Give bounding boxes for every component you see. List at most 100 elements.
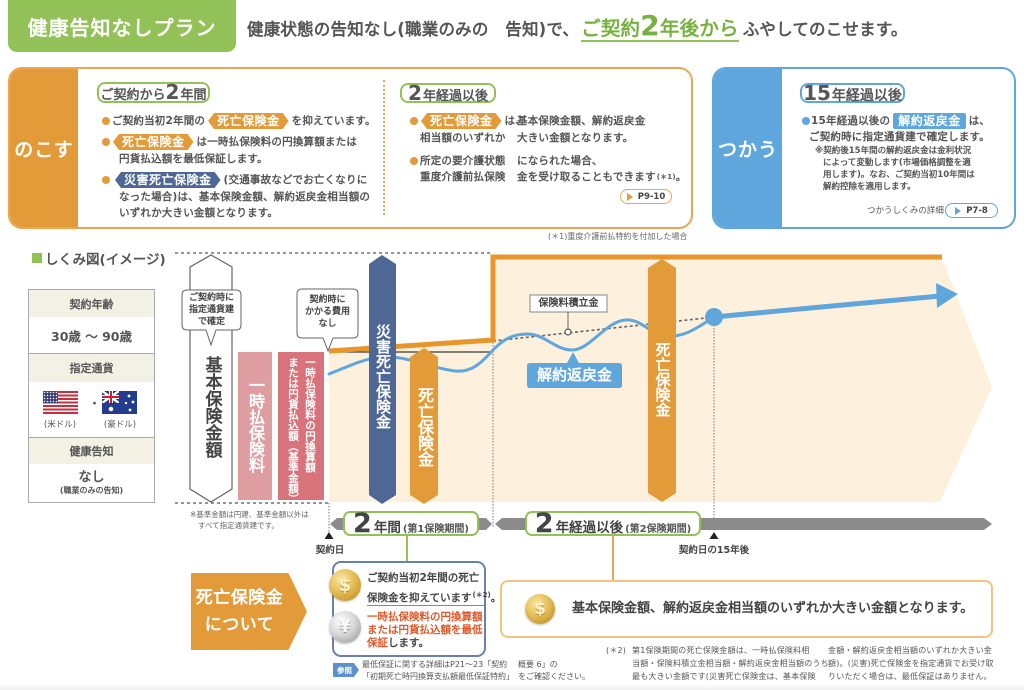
death-benefit-label-1: 死亡保険金 xyxy=(415,387,434,467)
bullet-second-period-1-right: 基本保険金額、解約返戻金 xyxy=(517,113,645,130)
row-separator xyxy=(29,353,154,354)
heading-text: 年経過以後 xyxy=(422,89,488,104)
callout-line: かかる費用 xyxy=(304,307,350,317)
green-square-icon xyxy=(32,253,42,263)
death-benefit-tag: 死亡保険金 xyxy=(421,113,502,129)
bullet-icon xyxy=(102,176,110,184)
usd-label: (米ドル) xyxy=(43,420,77,430)
bullet-text: 大きい金額となります。 xyxy=(517,131,634,144)
age-label-text: 契約年齢 xyxy=(69,297,114,311)
box-divider xyxy=(367,605,484,606)
footnote-line: 最も大きい金額です(災害死亡保険金は、基本保険 xyxy=(632,672,816,681)
bullet-first-period-1: ご契約当初2年間の 死亡保険金 を抑えています。 xyxy=(112,113,376,130)
callout-fixed-text: ご契約時に 指定通貨建 で確定 xyxy=(182,292,241,328)
reference-badge: 参照 xyxy=(333,663,359,677)
bullet-icon xyxy=(102,138,110,146)
death-benefit-line xyxy=(328,254,942,354)
contract-date-label: 契約日 xyxy=(315,545,345,556)
bullet-text: (交通事故などでお亡くなりに xyxy=(223,173,368,186)
text-segment: 。 xyxy=(490,591,502,604)
bullet-second-period-1-cont: 相当額のいずれか xyxy=(420,130,506,147)
first-period-text-line: 保険金を抑えています(＊2)。 xyxy=(367,588,501,606)
bullet-text: は、 xyxy=(504,114,526,127)
period-unit: 年経過以後 xyxy=(555,520,624,536)
diagram-title-text: しくみ図(イメージ) xyxy=(45,252,166,268)
bullet-text: は一時払保険料の円換算額または xyxy=(196,135,358,148)
bullet-first-period-2: 死亡保険金 は一時払保険料の円換算額または xyxy=(110,134,357,151)
footnote-ref: (＊1) xyxy=(656,172,676,181)
play-triangle-icon xyxy=(626,192,633,201)
bullet-text: 15年経過以後の xyxy=(811,114,891,127)
bullet-text: なった場合)は、基本保険金額、解約返戻金相当額の xyxy=(119,190,371,203)
footnote-2-column-2: 金額・解約返戻金相当額のいずれか大きい金 額)。(災害)死亡保険金を指定通貨でお… xyxy=(828,644,994,683)
us-flag-icon xyxy=(43,391,78,414)
bullet-second-period-1-cont-right: 大きい金額となります。 xyxy=(517,130,633,147)
page-link-p7-8[interactable]: P7-8 xyxy=(945,203,998,218)
footnote-line: 当額・保険料積立金相当額・解約返戻金相当額のうち xyxy=(632,659,829,668)
note-line: ※契約後15年間の解約返戻金は金利状況 xyxy=(815,146,972,156)
bullet-text: は、 xyxy=(968,114,991,127)
reserve-marker xyxy=(564,328,572,336)
section-label-line: について xyxy=(204,614,275,635)
page-link-p9-10[interactable]: P9-10 xyxy=(620,189,672,204)
death-benefit-tag: 死亡保険金 xyxy=(113,134,194,150)
footnote-line: りいただく場合は、最低保証はありません。 xyxy=(828,672,992,681)
section-label-line: 死亡保険金 xyxy=(195,587,284,608)
bullet-second-period-1: 死亡保険金 は、 xyxy=(418,113,526,130)
page-bottom-shade xyxy=(0,683,1024,690)
text-segment: 保険金を抑えています xyxy=(367,591,472,604)
text-segment: 保証 xyxy=(367,636,388,649)
bullet-text: 所定の要介護状態 xyxy=(420,154,506,167)
australia-flag-icon xyxy=(102,391,137,414)
note-line: 解約控除を適用します。 xyxy=(823,182,916,192)
nokosu-label: のこす xyxy=(14,138,74,161)
note-line: すべて指定通貨建です。 xyxy=(198,521,279,530)
health-value: なし (職業のみの告知) xyxy=(29,464,154,502)
bullet-text: 重度介護前払保険 xyxy=(420,170,506,183)
plan-badge-label: 健康告知なしプラン xyxy=(27,15,217,40)
first-period-text-line: ご契約当初2年間の死亡 xyxy=(367,571,480,584)
subtitle-lead: 健康状態の告知なし(職業のみの 告知)で、 xyxy=(247,20,580,39)
currency-label: 指定通貨 xyxy=(29,354,154,382)
note-line: によって変動します(市場価格調整を適 xyxy=(823,158,971,168)
year15-label: 契約日の15年後 xyxy=(678,545,750,556)
play-triangle-icon xyxy=(955,206,962,215)
second-period-death-benefit-box xyxy=(500,580,993,638)
gold-dollar-coin-icon: $ xyxy=(525,594,555,624)
reference-text-line: 概要 6」の xyxy=(518,660,558,669)
footnote-2-marker: (＊2) xyxy=(606,646,627,655)
surrender-value-arrowhead xyxy=(936,283,958,308)
callout-line: ご契約時に xyxy=(188,293,234,303)
bullet-icon xyxy=(410,117,418,125)
callout-line: 指定通貨建 xyxy=(188,305,234,315)
contract-date-marker xyxy=(324,532,334,539)
bullet-first-period-3-cont: いずれか大きい金額となります。 xyxy=(119,205,278,222)
age-value-text: 30歳 ～ 90歳 xyxy=(51,328,132,344)
row-separator xyxy=(29,437,154,438)
tsukau-label: つかう xyxy=(717,138,778,161)
reference-text-line: をご確認ください。 xyxy=(518,672,590,681)
bullet-text: 円貨払込額を最低保証します。 xyxy=(119,152,268,165)
year15-marker xyxy=(709,532,719,539)
bullet-second-period-2-cont-right: 金を受け取ることもできます(＊1)。 xyxy=(517,169,686,186)
tsukau-side-block: つかう xyxy=(714,69,782,227)
bullet-icon xyxy=(102,117,110,125)
highlight-number: 2 xyxy=(640,9,660,42)
bullet-first-period-3: 災害死亡保険金 (交通事故などでお亡くなりに xyxy=(112,172,367,189)
guarantee-text-line: または円貨払込額を最低 xyxy=(367,623,483,636)
heading-text: ご契約から xyxy=(100,88,166,103)
footnote-line: 第1保険期間の死亡保険金額は、一時払保険料相 xyxy=(632,646,810,655)
bullet-text: 。 xyxy=(675,170,687,183)
year15-fixed-point xyxy=(705,308,723,326)
callout-line: なし xyxy=(318,319,337,329)
footnote-1: (＊1)重度介護前払特約を付加した場合 xyxy=(548,232,688,241)
surrender-value-tag: 解約返戻金 xyxy=(893,113,966,129)
reserve-line xyxy=(492,317,707,342)
page-link-label: P9-10 xyxy=(637,191,666,202)
death-benefit-label-2: 死亡保険金 xyxy=(653,342,672,417)
bullet-first-period-2-cont: 円貨払込額を最低保証します。 xyxy=(119,151,268,168)
